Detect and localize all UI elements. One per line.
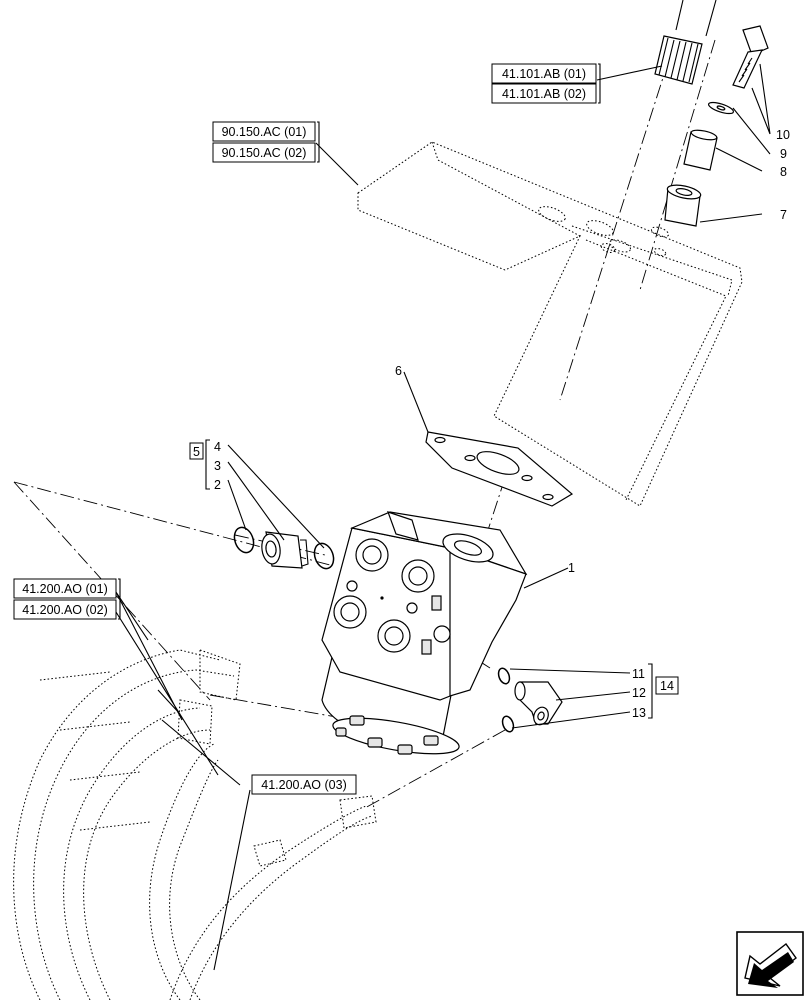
o-ring-part-13 (501, 715, 515, 733)
steering-unit-part-1 (321, 511, 528, 755)
callout-4: 4 (214, 440, 221, 454)
sleeve-part-8 (683, 129, 718, 171)
hydraulic-hoses (13, 649, 377, 1000)
ref-41-200-ao-group-a: 41.200.AO (01) 41.200.AO (02) (13, 578, 121, 620)
washer-part-9 (707, 101, 735, 115)
callout-numbers: 1 2 3 4 5 6 7 8 9 10 11 12 13 14 (189, 128, 790, 720)
elbow-fitting-part-12 (514, 681, 563, 726)
ref-41-200-ao-01[interactable]: 41.200.AO (01) (22, 582, 107, 596)
ref-41-200-ao-03[interactable]: 41.200.AO (03) (261, 778, 346, 792)
bracket-5 (205, 439, 210, 490)
ref-90-150-ac-01[interactable]: 90.150.AC (01) (222, 125, 307, 139)
bracket-14 (648, 663, 653, 719)
callout-11: 11 (632, 667, 645, 681)
callout-1: 1 (568, 561, 575, 575)
callout-5[interactable]: 5 (193, 445, 200, 459)
bolt-part-10 (732, 25, 769, 89)
ref-41-200-ao-group-b: 41.200.AO (03) (251, 774, 357, 795)
adapter-fitting-part-3 (261, 531, 309, 569)
mounting-bolts (335, 715, 439, 755)
o-ring-part-11 (497, 667, 511, 685)
next-page-arrow-icon[interactable] (736, 931, 804, 996)
callout-13: 13 (632, 706, 646, 720)
ref-90-150-ac-02[interactable]: 90.150.AC (02) (222, 146, 307, 160)
o-ring-part-4 (313, 542, 335, 570)
callout-2: 2 (214, 478, 221, 492)
o-ring-part-2 (233, 526, 255, 554)
callout-10: 10 (776, 128, 790, 142)
bushing-part-7 (664, 184, 702, 227)
callout-9: 9 (780, 147, 787, 161)
callout-12: 12 (632, 686, 646, 700)
callout-14[interactable]: 14 (660, 679, 674, 693)
callout-3: 3 (214, 459, 221, 473)
ref-41-101-ab-01[interactable]: 41.101.AB (01) (502, 67, 586, 81)
ref-90-150-ac-group: 90.150.AC (01) 90.150.AC (02) (212, 121, 320, 163)
steering-shaft (654, 0, 717, 85)
ref-41-101-ab-group: 41.101.AB (01) 41.101.AB (02) (491, 63, 601, 104)
callout-7: 7 (780, 208, 787, 222)
gasket-part-6 (425, 431, 574, 507)
ref-41-200-ao-02[interactable]: 41.200.AO (02) (22, 603, 107, 617)
callout-8: 8 (780, 165, 787, 179)
port-holes (333, 538, 435, 653)
ref-41-101-ab-02[interactable]: 41.101.AB (02) (502, 87, 586, 101)
callout-6: 6 (395, 364, 402, 378)
mounting-bracket-outline (357, 141, 743, 507)
leader-lines (115, 63, 771, 971)
